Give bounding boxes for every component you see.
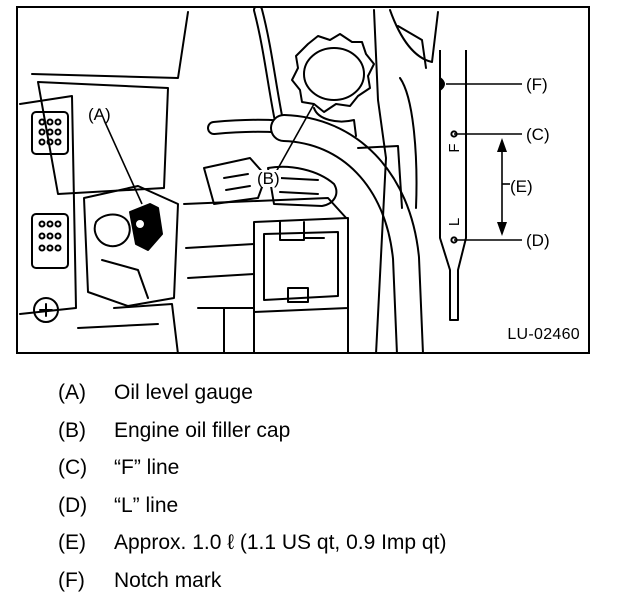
legend-item: (E) Approx. 1.0 ℓ (1.1 US qt, 0.9 Imp qt… xyxy=(58,530,446,568)
lower-housing xyxy=(253,217,349,313)
legend-item: (D) “L” line xyxy=(58,493,446,531)
callout-a: (A) xyxy=(88,105,111,124)
grille-top xyxy=(31,111,69,155)
engine-block xyxy=(83,185,179,307)
legend-key: (C) xyxy=(58,456,88,479)
legend-key: (B) xyxy=(58,418,86,442)
leader-line-b xyxy=(275,103,315,173)
legend-text: Oil level gauge xyxy=(114,381,253,404)
callout-b: (B) xyxy=(256,169,281,188)
legend-item: (F) Notch mark xyxy=(58,568,446,606)
legend-list: (A) Oil level gauge (B) Engine oil fille… xyxy=(58,380,446,605)
engine-cover-panel xyxy=(37,81,169,195)
legend-text: Approx. 1.0 ℓ (1.1 US qt, 0.9 Imp qt) xyxy=(114,531,447,554)
oil-level-gauge-handle xyxy=(129,203,163,251)
dipstick xyxy=(439,50,467,321)
figure-id: LU-02460 xyxy=(507,326,580,343)
legend-text: Notch mark xyxy=(114,568,222,592)
legend-text: “L” line xyxy=(114,493,179,517)
legend-item: (A) Oil level gauge xyxy=(58,380,446,418)
notch-mark xyxy=(439,77,445,91)
dipstick-l-mark: L xyxy=(446,218,463,226)
leader-line-a xyxy=(103,119,143,205)
grille-bottom xyxy=(31,213,69,269)
dipstick-f-mark: F xyxy=(446,143,463,152)
legend-text: “F” line xyxy=(114,456,180,479)
callout-f: (F) xyxy=(526,75,548,94)
legend-key: (D) xyxy=(58,493,88,517)
callout-d: (D) xyxy=(526,231,550,250)
engine-bay-drawing: F L xyxy=(19,8,522,352)
legend-key: (F) xyxy=(58,568,85,592)
legend-text: Engine oil filler cap xyxy=(114,418,291,442)
legend-key: (E) xyxy=(58,531,86,554)
legend-item: (C) “F” line xyxy=(58,455,446,493)
legend-item: (B) Engine oil filler cap xyxy=(58,418,446,456)
battery-terminal xyxy=(33,297,59,323)
engine-bay-illustration: F L (A) (B) (C) (D) (E) (F) LU-02460 xyxy=(16,6,590,354)
engine-cover-edge xyxy=(31,11,189,79)
callout-e: (E) xyxy=(510,177,533,196)
callout-c: (C) xyxy=(526,125,550,144)
legend-key: (A) xyxy=(58,381,86,404)
